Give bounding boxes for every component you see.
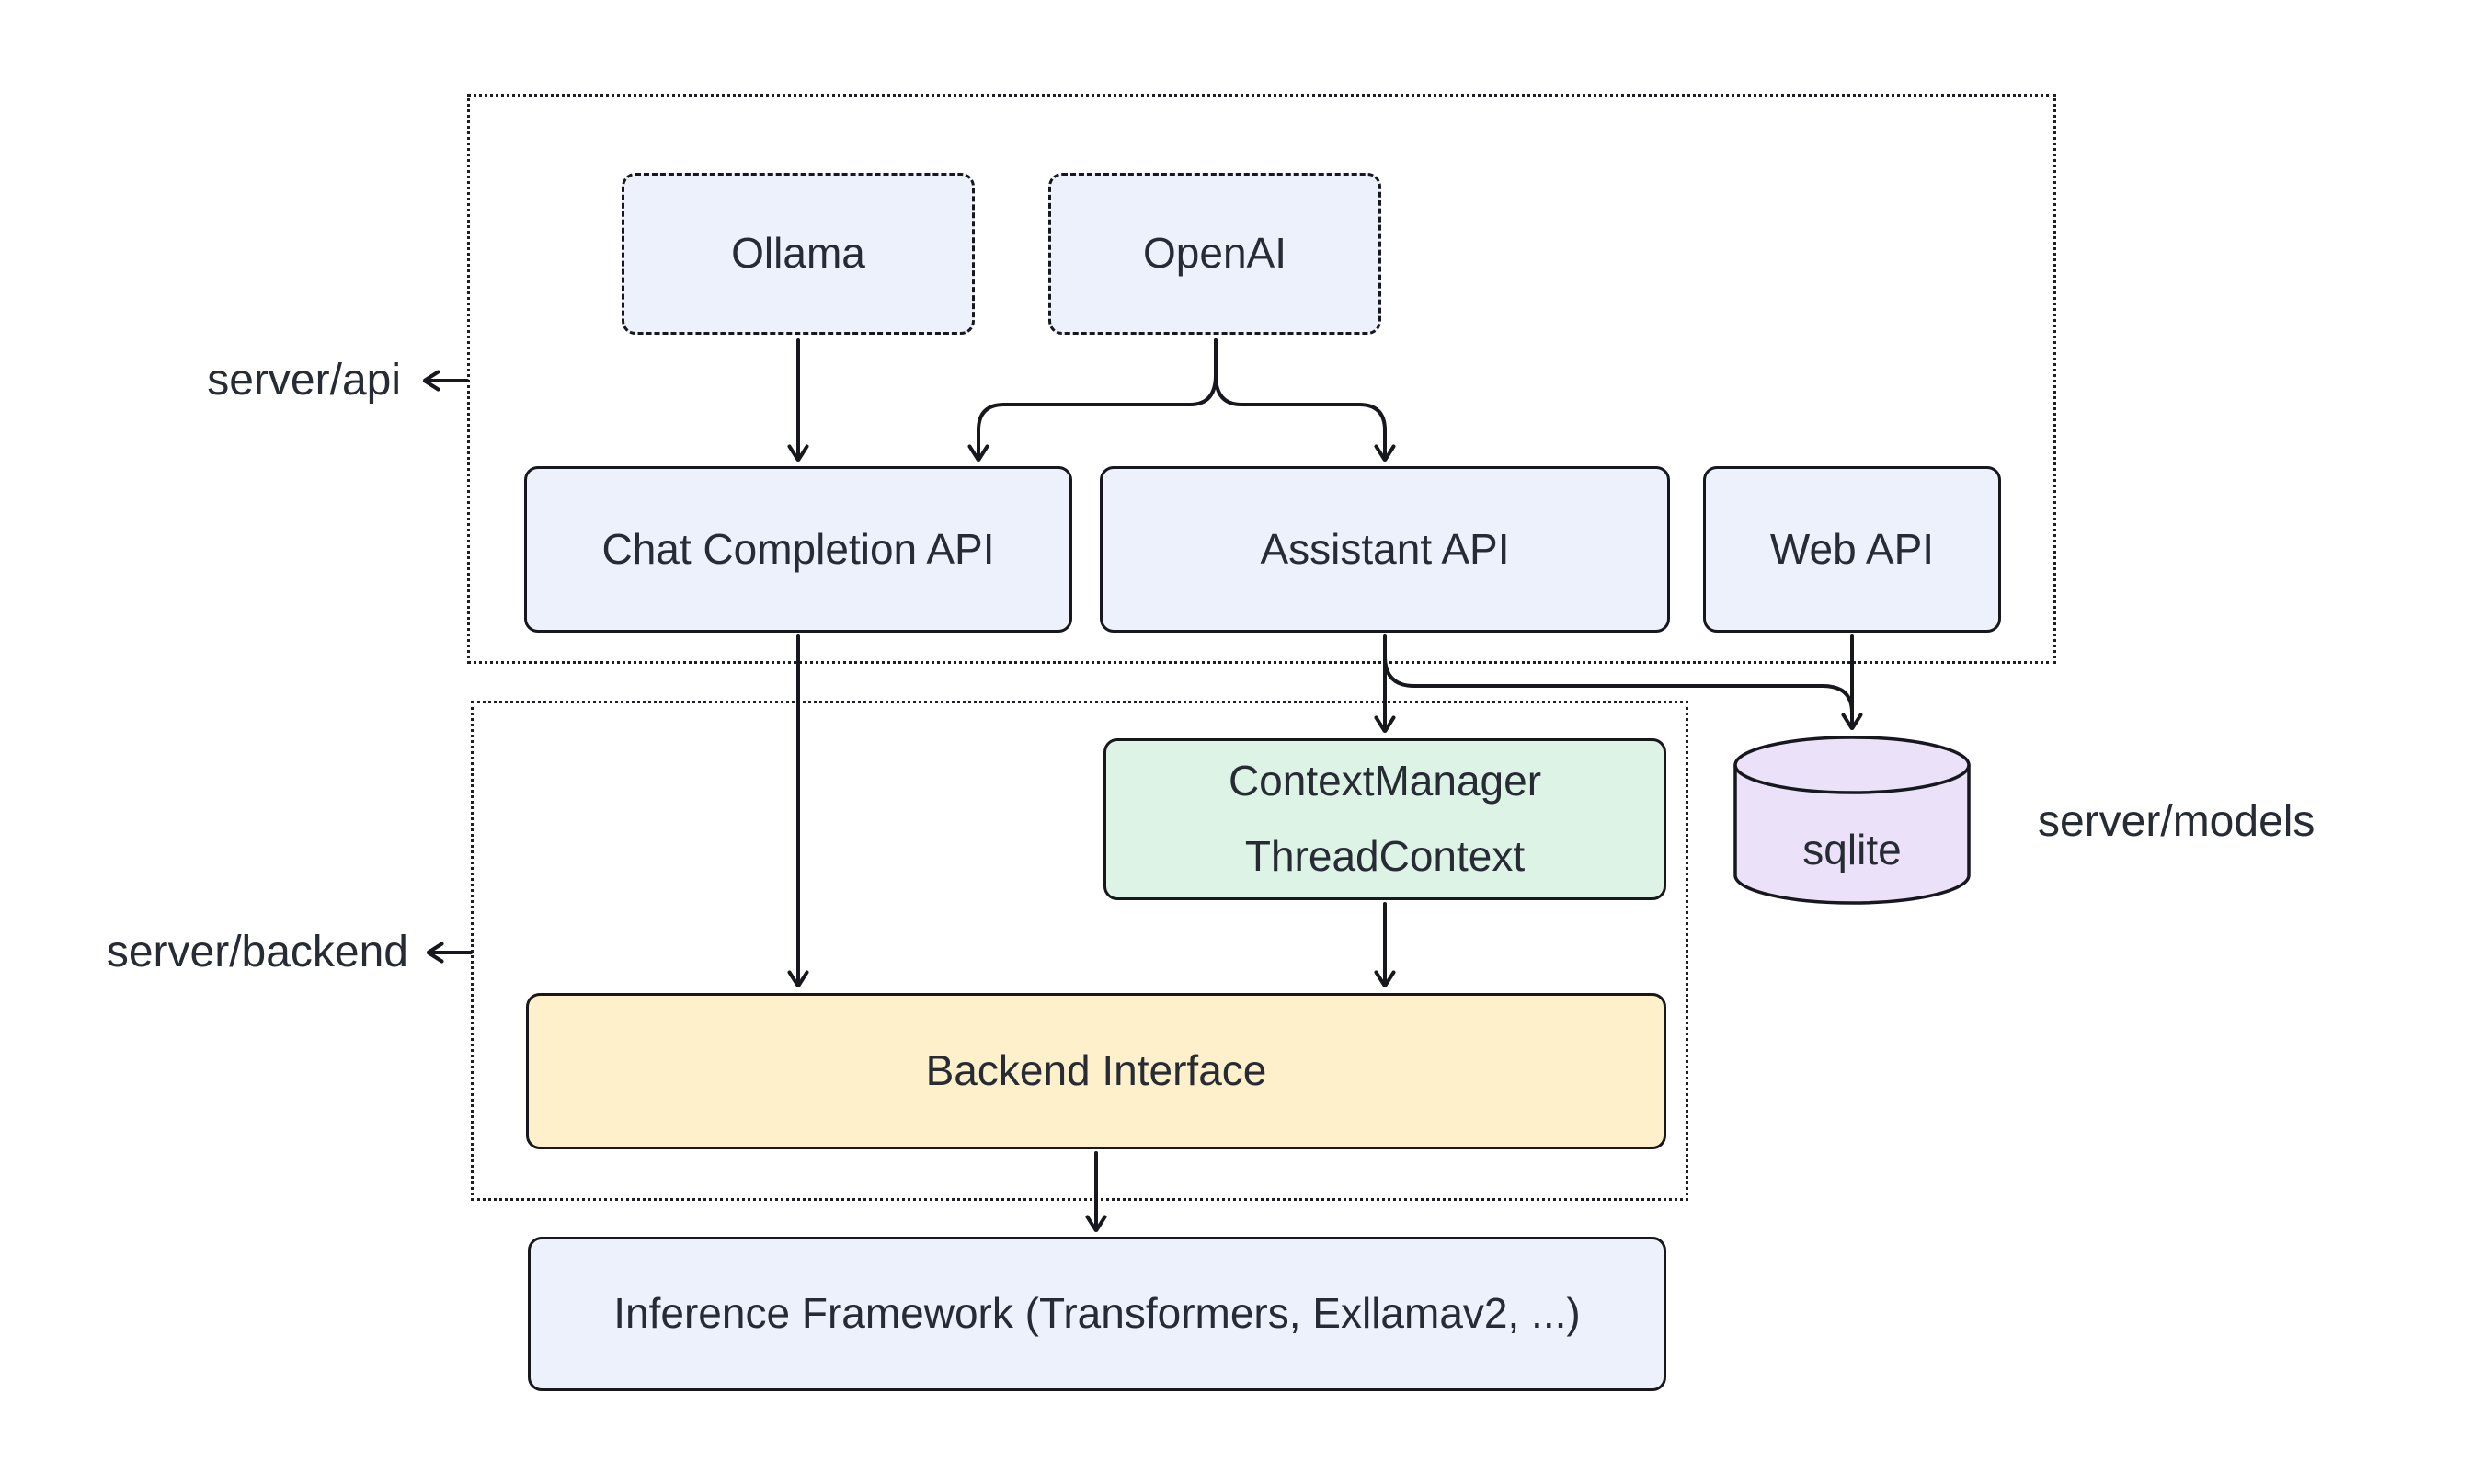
node-web-api-label: Web API <box>1769 524 1935 573</box>
node-openai-label: OpenAI <box>1143 229 1286 278</box>
sqlite-cylinder-icon <box>1733 736 1971 905</box>
label-server-backend: server/backend <box>106 928 408 976</box>
node-inference-framework-label: Inference Framework (Transformers, Exlla… <box>613 1289 1581 1338</box>
node-chat-completion-api-label: Chat Completion API <box>601 524 995 573</box>
label-server-api: server/api <box>207 356 401 405</box>
node-context-manager: ContextManager ThreadContext <box>1103 738 1666 900</box>
node-backend-interface: Backend Interface <box>526 993 1666 1149</box>
node-assistant-api: Assistant API <box>1100 466 1670 633</box>
node-context-manager-line1: ContextManager <box>1228 757 1542 805</box>
node-inference-framework: Inference Framework (Transformers, Exlla… <box>528 1237 1666 1391</box>
node-sqlite-label: sqlite <box>1802 825 1902 873</box>
node-context-manager-line2: ThreadContext <box>1244 832 1526 880</box>
node-ollama: Ollama <box>622 173 975 335</box>
node-openai: OpenAI <box>1048 173 1381 335</box>
node-chat-completion-api: Chat Completion API <box>524 466 1072 633</box>
label-server-models: server/models <box>2038 797 2316 846</box>
node-web-api: Web API <box>1703 466 2001 633</box>
node-ollama-label: Ollama <box>731 229 865 278</box>
node-assistant-api-label: Assistant API <box>1260 524 1510 573</box>
node-sqlite: sqlite <box>1733 736 1971 906</box>
node-backend-interface-label: Backend Interface <box>925 1046 1267 1095</box>
